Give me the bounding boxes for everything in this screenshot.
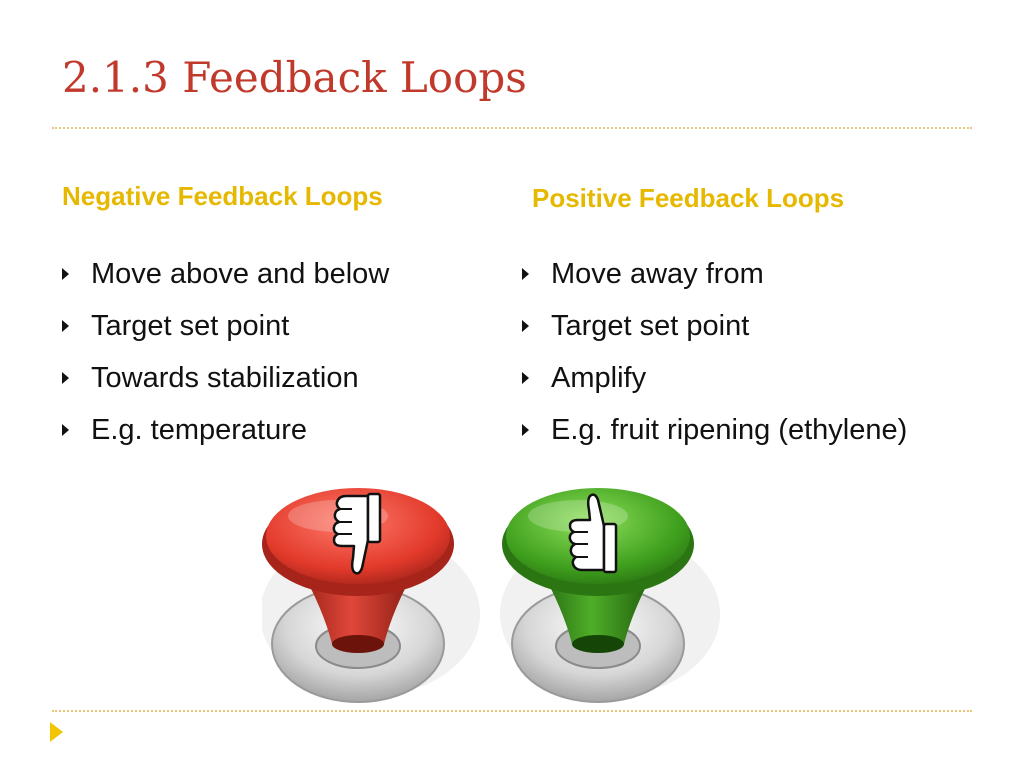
list-item: Move above and below xyxy=(62,248,389,300)
bullet-text: Target set point xyxy=(551,309,750,342)
bullet-text: Move away from xyxy=(551,257,764,290)
red-thumbs-down-button xyxy=(262,488,480,703)
list-item: E.g. temperature xyxy=(62,404,389,456)
bullet-arrow-icon xyxy=(522,268,529,280)
positive-loops-heading: Positive Feedback Loops xyxy=(532,183,845,213)
feedback-buttons-illustration xyxy=(262,488,720,703)
list-item: Target set point xyxy=(522,300,907,352)
list-item: E.g. fruit ripening (ethylene) xyxy=(522,404,907,456)
green-thumbs-up-button xyxy=(500,488,720,703)
slide-title: 2.1.3 Feedback Loops xyxy=(62,53,527,102)
bullet-arrow-icon xyxy=(522,320,529,332)
bullet-arrow-icon xyxy=(62,424,69,436)
list-item: Target set point xyxy=(62,300,389,352)
negative-loops-heading: Negative Feedback Loops xyxy=(62,181,383,211)
bullet-text: E.g. fruit ripening (ethylene) xyxy=(551,413,908,446)
positive-loops-list: Move away from Target set point Amplify … xyxy=(522,248,907,456)
bullet-arrow-icon xyxy=(522,372,529,384)
thumbs-down-icon xyxy=(332,492,382,575)
bullet-arrow-icon xyxy=(62,372,69,384)
bullet-arrow-icon xyxy=(522,424,529,436)
list-item: Move away from xyxy=(522,248,907,300)
list-item: Amplify xyxy=(522,352,907,404)
bullet-text: Towards stabilization xyxy=(91,361,359,394)
bullet-arrow-icon xyxy=(62,268,69,280)
thumbs-up-icon xyxy=(568,493,618,574)
bullet-arrow-icon xyxy=(62,320,69,332)
top-divider xyxy=(52,127,972,129)
bullet-text: Amplify xyxy=(551,361,647,394)
negative-loops-list: Move above and below Target set point To… xyxy=(62,248,389,456)
button-stem-bottom xyxy=(332,635,384,653)
bullet-text: Target set point xyxy=(91,309,290,342)
next-slide-arrow-icon[interactable] xyxy=(50,722,63,742)
bullet-text: Move above and below xyxy=(91,257,390,290)
button-stem-bottom xyxy=(572,635,624,653)
bullet-text: E.g. temperature xyxy=(91,413,307,446)
list-item: Towards stabilization xyxy=(62,352,389,404)
bottom-divider xyxy=(52,710,972,712)
